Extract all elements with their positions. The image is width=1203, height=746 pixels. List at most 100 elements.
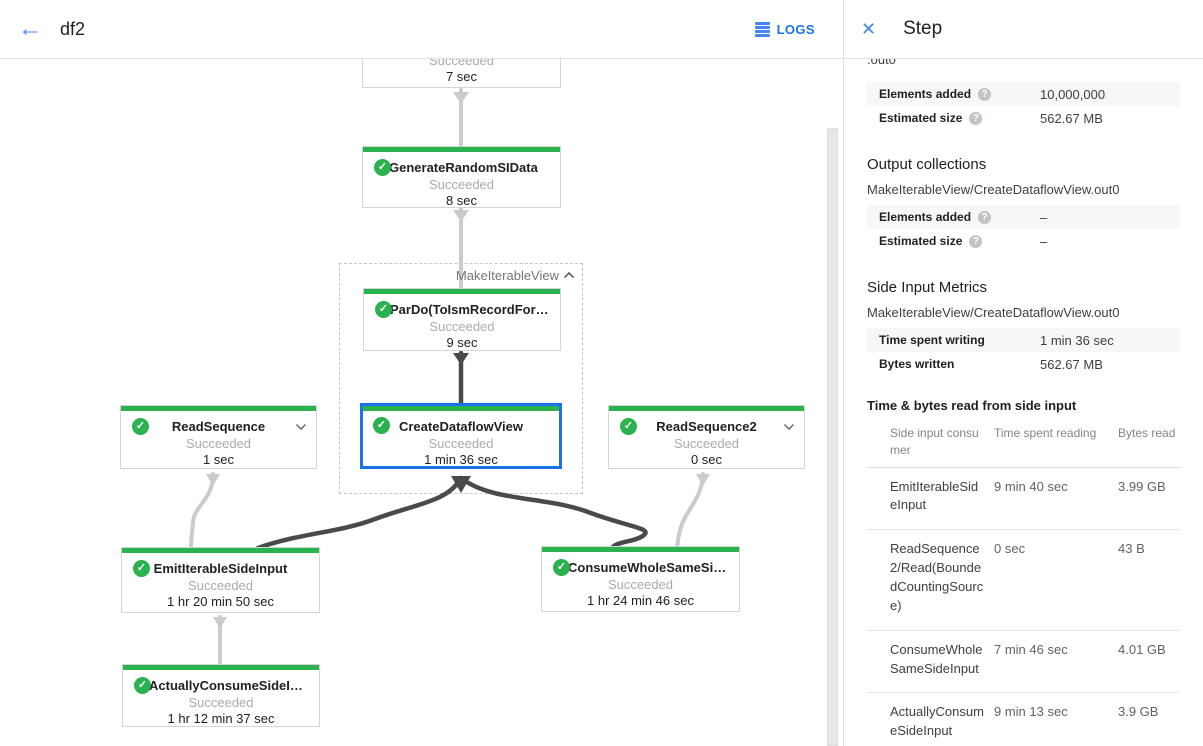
node-consumewholesamesideinput[interactable]: ✓ ConsumeWholeSameSi… Succeeded 1 hr 24 … — [541, 546, 740, 612]
step-panel-header: ✕ Step — [844, 0, 1203, 59]
check-circle-icon: ✓ — [374, 159, 391, 176]
side-input-metric-rows: Time spent writing 1 min 36 sec Bytes wr… — [867, 328, 1180, 376]
column-header: Side input consumer — [890, 426, 979, 457]
table-cell: 9 min 13 sec — [994, 704, 1068, 720]
check-circle-icon: ✓ — [375, 301, 392, 318]
metric-value: 562.67 MB — [1040, 356, 1103, 372]
metric-label: Time spent writing — [879, 333, 985, 347]
table-cell: 4.01 GB — [1118, 641, 1166, 657]
metric-value: – — [1040, 209, 1048, 225]
panel-divider — [843, 0, 844, 746]
node-title: CreateDataflowView — [398, 419, 524, 434]
node-title: ConsumeWholeSameSi… — [568, 560, 727, 575]
check-circle-icon: ✓ — [134, 677, 151, 694]
node-title: EmitIterableSideInput — [153, 561, 288, 576]
logs-button[interactable]: LOGS — [754, 0, 815, 59]
group-label-text: MakeIterableView — [455, 268, 559, 283]
chevron-down-icon[interactable] — [295, 418, 307, 436]
node-title: ReadSequence — [171, 419, 266, 434]
table-cell: 43 B — [1118, 541, 1145, 557]
output-collections-heading: Output collections — [867, 156, 987, 173]
graph-edges — [189, 88, 710, 666]
node-status-bar — [123, 665, 319, 670]
node-createdataflowview-selected[interactable]: ✓ CreateDataflowView Succeeded 1 min 36 … — [360, 403, 562, 469]
step-panel-title: Step — [903, 18, 943, 39]
metric-value: 1 min 36 sec — [1040, 332, 1114, 348]
node-status-bar — [364, 289, 560, 294]
table-cell: EmitIterableSideInput — [890, 478, 979, 513]
table-cell: ConsumeWholeSameSideInput — [890, 641, 983, 676]
node-status: Succeeded — [185, 436, 252, 451]
node-duration: 8 sec — [445, 193, 478, 208]
metric-label: Estimated size — [879, 111, 963, 125]
node-status-bar — [363, 406, 559, 411]
node-status: Succeeded — [188, 695, 254, 710]
input-collection-metrics: Elements added? 10,000,000 Estimated siz… — [867, 82, 1180, 130]
node-duration: 7 sec — [445, 69, 478, 84]
node-title: ActuallyConsumeSideI… — [149, 678, 303, 693]
back-arrow-icon[interactable]: ← — [18, 15, 42, 42]
node-duration: 1 sec — [202, 452, 235, 467]
table-row: ActuallyConsumeSideInput 9 min 13 sec 3.… — [867, 693, 1180, 746]
check-circle-icon: ✓ — [553, 559, 570, 576]
node-pardo-toismrecord[interactable]: ✓ ParDo(ToIsmRecordFor… Succeeded 9 sec — [363, 288, 561, 351]
node-duration: 0 sec — [690, 452, 723, 467]
output-collection-name: MakeIterableView/CreateDataflowView.out0 — [867, 182, 1120, 197]
node-status: Succeeded — [673, 436, 740, 451]
metric-row: Elements added? – — [867, 205, 1180, 229]
check-circle-icon: ✓ — [620, 418, 637, 435]
metric-label: Elements added — [879, 210, 972, 224]
table-cell: 3.9 GB — [1118, 704, 1159, 720]
metric-row: Bytes written 562.67 MB — [867, 352, 1180, 376]
node-status: Succeeded — [428, 436, 494, 451]
table-cell: 9 min 40 sec — [994, 478, 1068, 494]
column-header: Bytes read — [1118, 426, 1176, 440]
canvas-scrollbar-thumb[interactable] — [827, 128, 838, 746]
table-row: ConsumeWholeSameSideInput 7 min 46 sec 4… — [867, 631, 1180, 694]
metric-row: Estimated size? – — [867, 229, 1180, 253]
check-circle-icon: ✓ — [133, 560, 150, 577]
node-duration: 1 hr 20 min 50 sec — [167, 594, 274, 609]
node-emititerablesideinput[interactable]: ✓ EmitIterableSideInput Succeeded 1 hr 2… — [121, 547, 320, 613]
step-details-panel: ✕ Step .out0 Elements added? 10,000,000 … — [844, 0, 1203, 746]
node-status-bar — [121, 406, 316, 411]
help-icon[interactable]: ? — [978, 87, 992, 101]
metric-label: Estimated size — [879, 234, 963, 248]
node-actuallyconsumesideinput[interactable]: ✓ ActuallyConsumeSideI… Succeeded 1 hr 1… — [122, 664, 320, 727]
node-title: ReadSequence2 — [656, 419, 757, 434]
metric-value: 10,000,000 — [1040, 86, 1106, 102]
node-status-bar — [122, 548, 319, 553]
chevron-down-icon[interactable] — [783, 418, 795, 436]
table-cell: 3.99 GB — [1118, 478, 1166, 494]
side-input-collection-name: MakeIterableView/CreateDataflowView.out0 — [867, 305, 1120, 320]
group-label-makeiterableview[interactable]: MakeIterableView — [339, 268, 575, 283]
table-cell: 0 sec — [994, 541, 1026, 557]
logs-list-icon — [754, 20, 770, 38]
help-icon[interactable]: ? — [978, 210, 992, 224]
check-circle-icon: ✓ — [132, 418, 149, 435]
help-icon[interactable]: ? — [969, 111, 983, 125]
table-row: EmitIterableSideInput 9 min 40 sec 3.99 … — [867, 468, 1180, 531]
table-cell: 7 min 46 sec — [994, 641, 1068, 657]
node-status: Succeeded — [429, 319, 495, 334]
step-panel-body: .out0 Elements added? 10,000,000 Estimat… — [844, 59, 1203, 746]
metric-label: Bytes written — [879, 357, 955, 371]
node-generaterandomsidata[interactable]: ✓ GenerateRandomSIData Succeeded 8 sec — [362, 146, 561, 208]
help-icon[interactable]: ? — [969, 234, 983, 248]
column-header: Time spent reading — [994, 426, 1097, 440]
node-status-bar — [363, 147, 560, 152]
top-app-bar: ← df2 LOGS — [0, 0, 843, 59]
node-readsequence2[interactable]: ✓ ReadSequence2 Succeeded 0 sec — [608, 405, 805, 469]
metric-row: Estimated size? 562.67 MB — [867, 106, 1180, 130]
node-duration: 1 min 36 sec — [424, 452, 498, 467]
side-input-table-heading: Time & bytes read from side input — [867, 398, 1077, 413]
close-icon[interactable]: ✕ — [861, 18, 877, 39]
chevron-up-icon[interactable] — [563, 271, 575, 279]
metric-label: Elements added — [879, 87, 972, 101]
node-title: ParDo(ToIsmRecordFor… — [390, 302, 549, 317]
node-status-bar — [542, 547, 739, 552]
side-input-table: Side input consumer Time spent reading B… — [867, 419, 1180, 746]
node-readsequence[interactable]: ✓ ReadSequence Succeeded 1 sec — [120, 405, 317, 469]
logs-button-label: LOGS — [776, 22, 815, 37]
